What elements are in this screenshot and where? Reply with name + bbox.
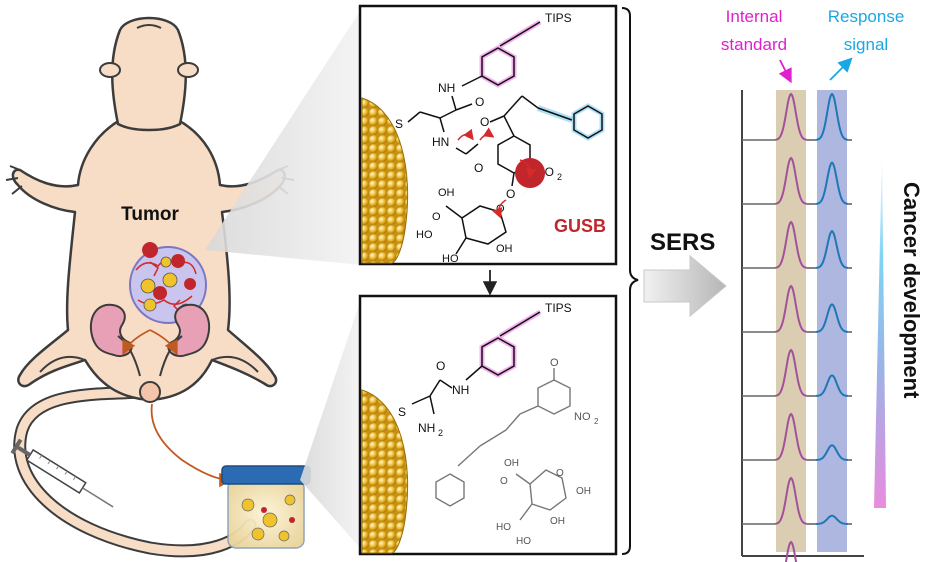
tumor-label: Tumor (121, 204, 179, 225)
molecule-panel-top: TIPS NH O S HN O O NO 2 O (358, 4, 618, 266)
svg-text:O: O (480, 115, 489, 129)
response-signal-peak (815, 514, 849, 525)
response-signal-peak (815, 444, 849, 461)
internal-standard-peak (774, 348, 808, 397)
svg-text:2: 2 (557, 172, 562, 182)
cancer-development-label: Cancer development (899, 182, 924, 399)
response-band (817, 90, 847, 552)
response-signal-label-line2: signal (844, 35, 888, 54)
urine-jar (221, 465, 311, 549)
svg-text:TIPS: TIPS (545, 301, 572, 315)
svg-text:O: O (436, 359, 445, 373)
svg-text:2: 2 (594, 417, 599, 426)
svg-text:O: O (474, 161, 483, 175)
svg-text:O: O (500, 476, 508, 487)
svg-text:OH: OH (496, 243, 513, 255)
sers-arrow (643, 254, 727, 318)
internal-standard-peak (774, 412, 808, 461)
svg-text:O: O (506, 187, 515, 201)
svg-text:O: O (550, 357, 559, 369)
response-signal-peak (815, 92, 849, 141)
syringe-icon (10, 438, 114, 508)
svg-text:TIPS: TIPS (545, 11, 572, 25)
sers-label: SERS (650, 229, 715, 256)
response-signal-peak (815, 374, 849, 397)
internal-standard-label-line1: Internal (726, 7, 783, 26)
internal-standard-peak (774, 284, 808, 333)
svg-text:O: O (475, 95, 484, 109)
internal-standard-peak (774, 220, 808, 269)
svg-text:HO: HO (416, 229, 433, 241)
internal-standard-peak (784, 540, 798, 562)
response-signal-peak (815, 303, 849, 333)
gusb-label: GUSB (554, 216, 606, 236)
internal-standard-band (776, 90, 806, 552)
response-signal-peak (815, 229, 849, 269)
svg-text:OH: OH (438, 187, 455, 199)
svg-text:NH: NH (438, 81, 455, 95)
svg-text:S: S (395, 117, 403, 131)
svg-text:O: O (556, 468, 564, 479)
svg-text:NH: NH (452, 383, 469, 397)
svg-text:OH: OH (504, 458, 519, 469)
svg-text:S: S (398, 405, 406, 419)
internal-standard-peak (774, 476, 808, 525)
svg-text:HO: HO (442, 253, 459, 265)
svg-text:HO: HO (496, 522, 511, 533)
svg-text:NH: NH (418, 421, 435, 435)
internal-standard-peak (774, 156, 808, 205)
internal-standard-peak (774, 92, 808, 141)
mouse-illustration: Tumor (5, 16, 295, 558)
internal-standard-label-line2: standard (721, 35, 787, 54)
svg-text:2: 2 (438, 428, 443, 438)
kidneys (89, 303, 211, 377)
spectra-panel: Internal standard Response signal Cancer… (721, 7, 924, 562)
response-signal-peak (815, 161, 849, 205)
cancer-development-triangle (874, 150, 886, 508)
response-signal-label-line1: Response (828, 7, 905, 26)
mouse-head (111, 16, 187, 132)
svg-text:O: O (432, 211, 441, 223)
svg-text:HO: HO (516, 536, 531, 547)
molecule-panel-bottom: TIPS NH O S NH 2 O NO 2 O OH O H (358, 294, 618, 556)
svg-text:OH: OH (550, 516, 565, 527)
panel-bracket (621, 7, 639, 555)
svg-text:HN: HN (432, 135, 449, 149)
svg-text:OH: OH (576, 486, 591, 497)
svg-text:NO: NO (574, 411, 591, 423)
